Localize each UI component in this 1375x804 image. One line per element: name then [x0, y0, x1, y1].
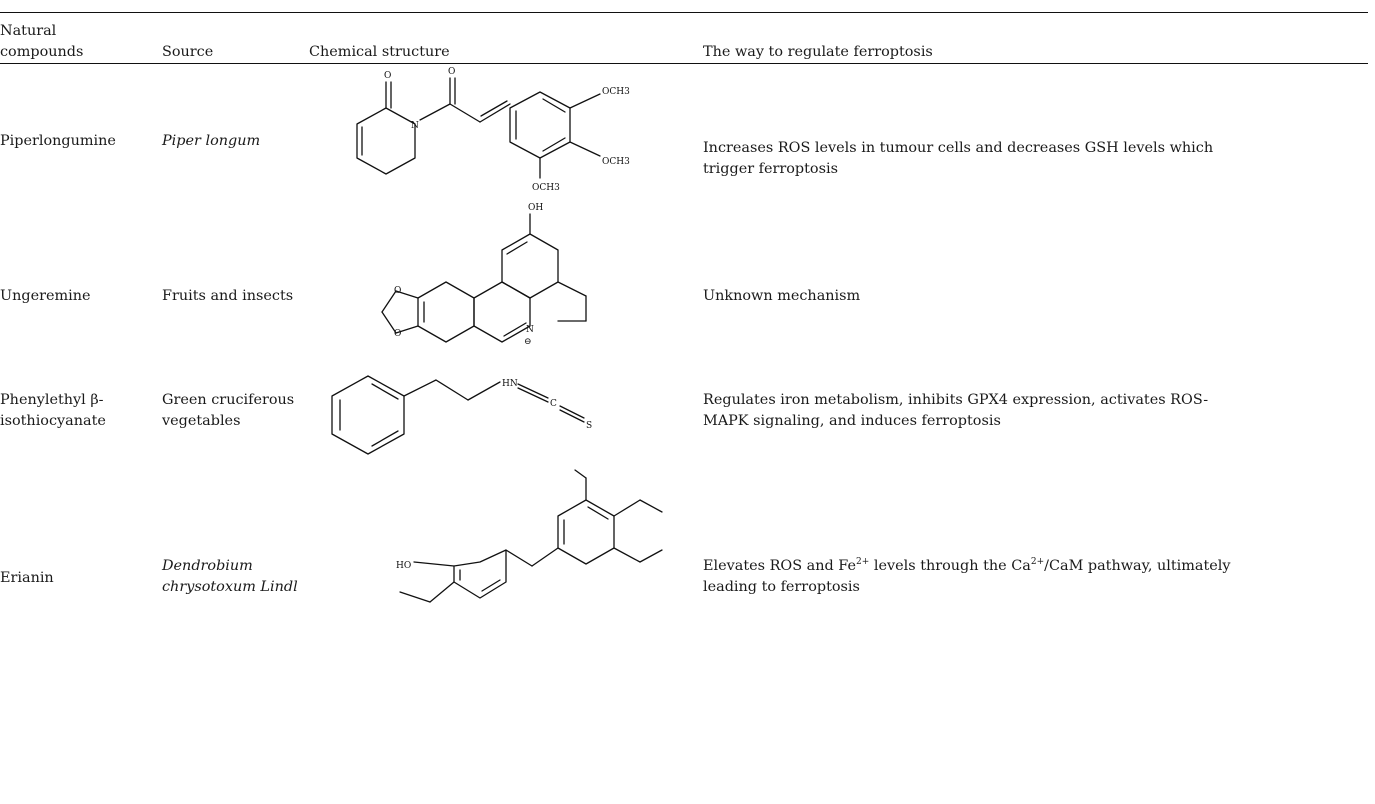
atom-label: N: [526, 325, 534, 335]
phenylethyl-isothiocyanate-structure: HN C S: [331, 375, 592, 455]
atom-label: C: [550, 399, 557, 409]
regulation-text: Increases ROS levels in tumour cells and…: [703, 140, 1214, 177]
atom-label: S: [586, 421, 592, 431]
table-top-rule: [0, 12, 1368, 13]
atom-label: ⊖: [524, 337, 532, 347]
table-header-rule: [0, 63, 1368, 64]
compound-name: Erianin: [0, 570, 54, 586]
atom-label: O: [384, 71, 391, 81]
atom-label: O: [394, 329, 401, 339]
atom-label: OCH3: [532, 183, 560, 193]
compound-source: Piper longum: [162, 133, 261, 149]
atom-label: O: [394, 286, 401, 296]
atom-label: HN: [502, 379, 518, 389]
regulation-text: Unknown mechanism: [703, 288, 861, 304]
regulation-text: Elevates ROS and Fe2+ levels through the…: [703, 557, 1231, 595]
regulation-text: Regulates iron metabolism, inhibits GPX4…: [703, 392, 1209, 429]
atom-label: OCH3: [602, 157, 630, 167]
header-structure: Chemical structure: [309, 44, 450, 60]
compound-name: Ungeremine: [0, 288, 91, 304]
erianin-structure: HO: [396, 469, 663, 603]
atom-label: OH: [528, 203, 543, 213]
header-source: Source: [162, 44, 214, 60]
compound-name: Phenylethyl β- isothiocyanate: [0, 392, 106, 429]
piperlongumine-structure: O N O OCH3 OCH3 OCH3: [356, 67, 630, 193]
ungeremine-structure: OH N ⊖ O O: [381, 203, 587, 347]
atom-label: HO: [396, 561, 411, 571]
compound-source: Fruits and insects: [162, 288, 294, 304]
header-regulation: The way to regulate ferroptosis: [703, 44, 933, 60]
compound-source: Dendrobium chrysotoxum Lindl: [162, 558, 298, 595]
atom-label: O: [448, 67, 455, 77]
atom-label: OCH3: [602, 87, 630, 97]
header-compounds: Natural compounds: [0, 23, 84, 60]
compound-name: Piperlongumine: [0, 133, 116, 149]
atom-label: N: [411, 121, 419, 131]
compound-source: Green cruciferous vegetables: [162, 392, 295, 429]
